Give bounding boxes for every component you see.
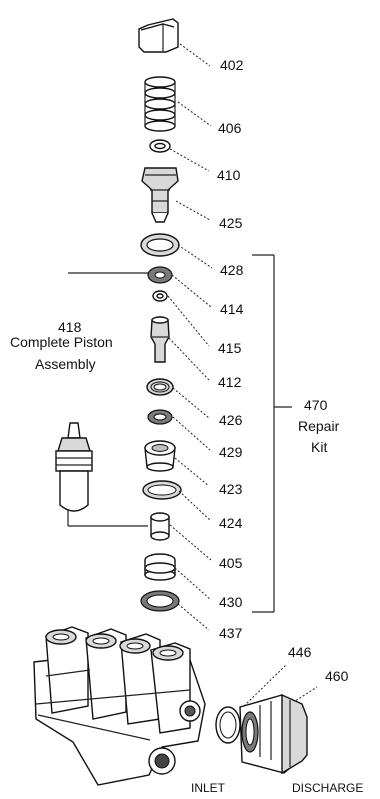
piston-label-line-1: Complete Piston bbox=[10, 334, 113, 350]
part-437-oring bbox=[140, 590, 180, 612]
kit-label-line-1: Repair bbox=[298, 418, 340, 434]
label-414: 414 bbox=[220, 301, 244, 317]
part-429-ring bbox=[147, 409, 173, 425]
part-414-washer bbox=[147, 266, 173, 284]
part-405-bushing bbox=[150, 512, 170, 541]
part-426-washer bbox=[146, 378, 174, 396]
label-423: 423 bbox=[219, 481, 243, 497]
kit-number: 470 bbox=[304, 397, 328, 413]
part-423-cup bbox=[144, 440, 176, 472]
label-424: 424 bbox=[219, 515, 243, 531]
leader-lines bbox=[167, 43, 318, 708]
label-446: 446 bbox=[288, 644, 312, 660]
label-415: 415 bbox=[218, 340, 242, 356]
label-426: 426 bbox=[219, 412, 243, 428]
part-412-retainer bbox=[150, 316, 170, 363]
inlet-label: INLET bbox=[191, 781, 226, 795]
pump-manifold bbox=[33, 626, 206, 786]
part-424-ring bbox=[142, 480, 182, 500]
label-406: 406 bbox=[218, 120, 242, 136]
piston-number: 418 bbox=[58, 319, 82, 335]
label-405: 405 bbox=[219, 555, 243, 571]
part-418-piston bbox=[55, 422, 93, 512]
part-425-valve bbox=[141, 167, 179, 223]
part-460-fitting bbox=[239, 693, 308, 775]
label-402: 402 bbox=[220, 57, 244, 73]
label-412: 412 bbox=[218, 374, 242, 390]
part-402-cap bbox=[138, 18, 179, 53]
label-429: 429 bbox=[219, 444, 243, 460]
piston-label-line-2: Assembly bbox=[35, 356, 96, 372]
label-437: 437 bbox=[219, 625, 243, 641]
discharge-label: DISCHARGE bbox=[292, 781, 363, 795]
part-430-rings bbox=[144, 553, 176, 581]
part-446-ring bbox=[215, 706, 241, 744]
kit-label-line-2: Kit bbox=[311, 439, 327, 455]
label-425: 425 bbox=[219, 215, 243, 231]
part-428-ring bbox=[140, 233, 180, 257]
label-460: 460 bbox=[325, 668, 349, 684]
part-406-spring bbox=[144, 76, 176, 132]
label-428: 428 bbox=[220, 262, 244, 278]
part-410-ring bbox=[149, 139, 171, 153]
label-410: 410 bbox=[217, 167, 241, 183]
repair-kit-bracket bbox=[252, 254, 292, 613]
piston-bracket bbox=[67, 272, 148, 527]
label-430: 430 bbox=[219, 594, 243, 610]
part-415-ring bbox=[152, 290, 168, 302]
